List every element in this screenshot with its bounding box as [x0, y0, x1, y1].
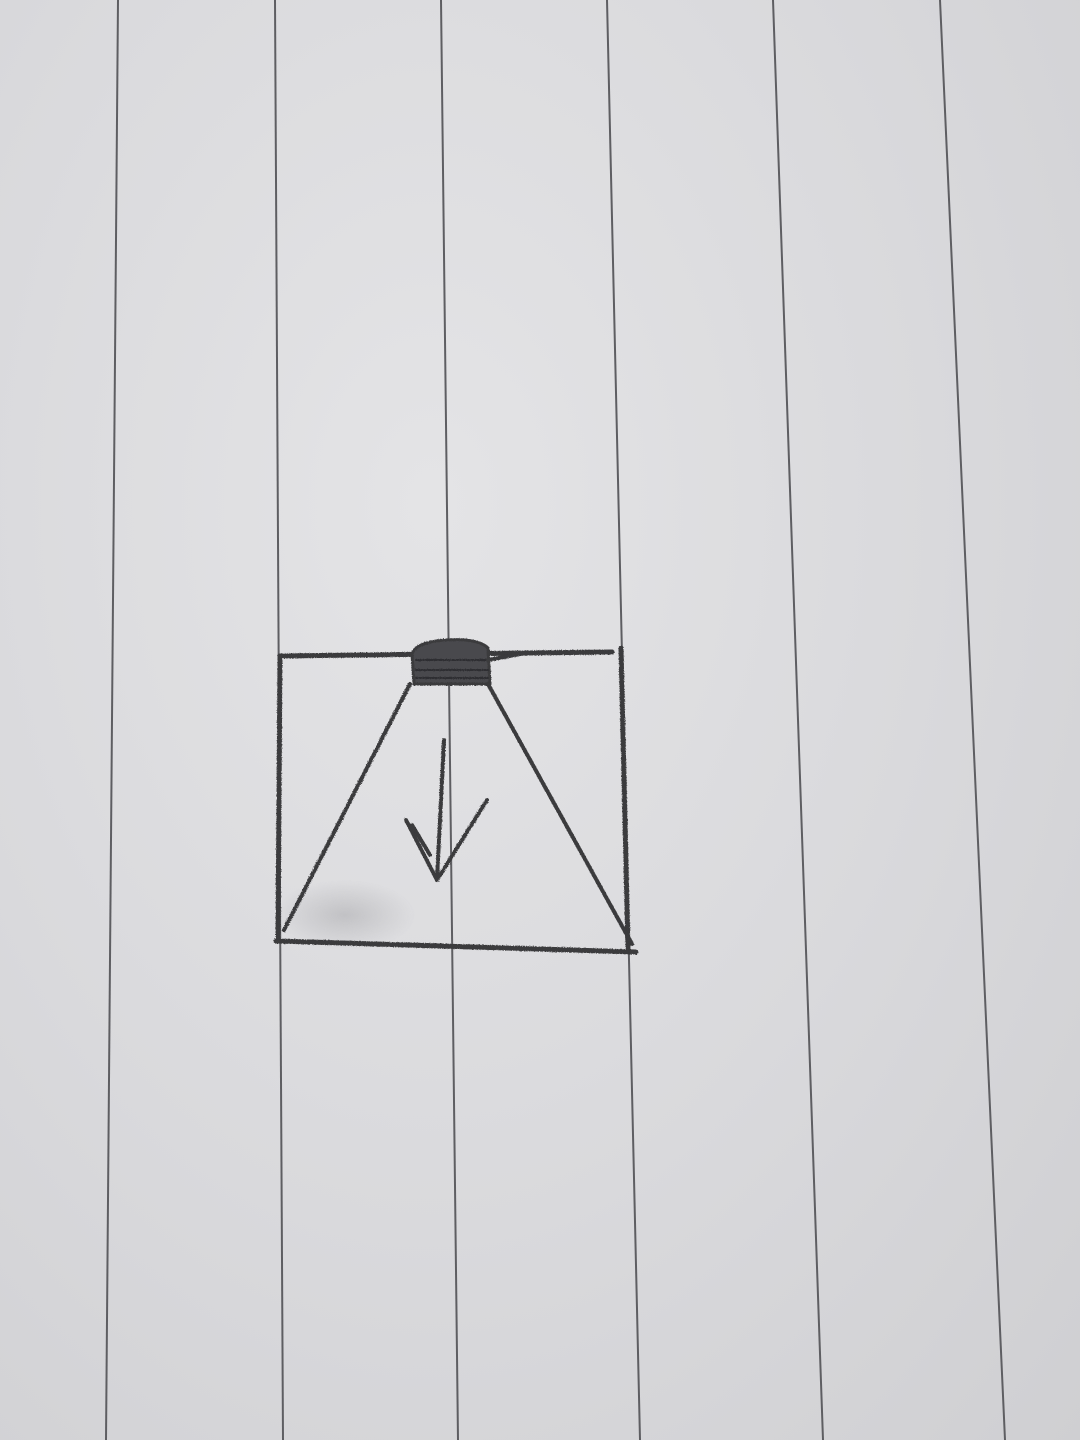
shaded-block-top [410, 638, 522, 686]
rule-line-3 [440, 0, 459, 1440]
down-arrow [404, 738, 489, 882]
rule-line-1 [105, 0, 119, 1440]
rule-line-6 [939, 0, 1006, 1440]
pencil-smudge [275, 880, 415, 950]
rule-line-5 [772, 0, 824, 1440]
rule-lines [105, 0, 1006, 1440]
left-slanted-line [282, 682, 412, 932]
right-slanted-line [486, 682, 634, 946]
pencil-sketch [273, 638, 639, 955]
